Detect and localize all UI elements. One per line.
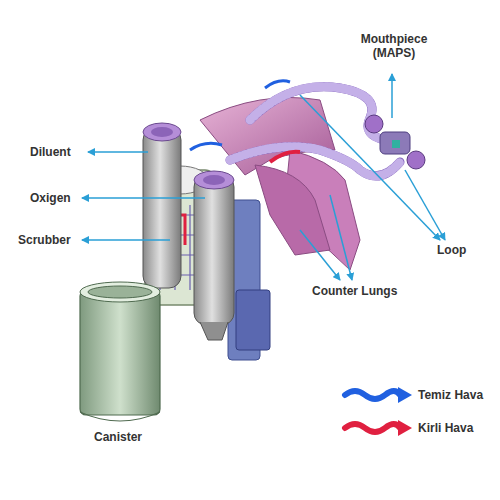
part-label: Oxigen bbox=[30, 191, 71, 205]
part-label: Canister bbox=[94, 430, 142, 444]
legend-text: Temiz Hava bbox=[418, 388, 483, 402]
part-label: Mouthpiece (MAPS) bbox=[352, 32, 436, 60]
part-label: Scrubber bbox=[18, 233, 71, 247]
legend-swatch bbox=[345, 391, 400, 399]
part-label: Loop bbox=[437, 243, 466, 257]
legend-swatch bbox=[345, 424, 400, 432]
legend-arrowhead bbox=[398, 420, 412, 436]
part-label: Diluent bbox=[30, 145, 71, 159]
legend-text: Kirli Hava bbox=[418, 421, 473, 435]
legend-arrow bbox=[345, 387, 412, 403]
legend-arrowhead bbox=[398, 387, 412, 403]
part-label: Counter Lungs bbox=[312, 284, 397, 298]
legend-arrow bbox=[345, 420, 412, 436]
